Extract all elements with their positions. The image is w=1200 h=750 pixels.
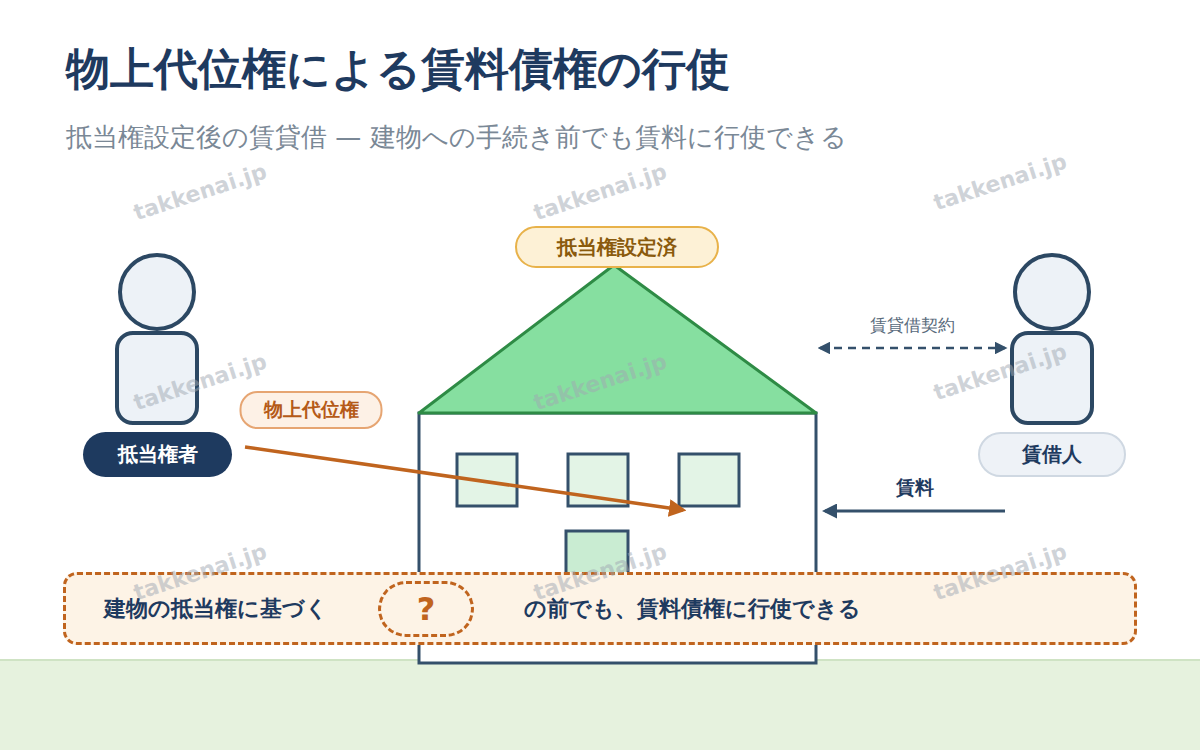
edge-label: 物上代位権	[240, 391, 383, 429]
title: 物上代位権による賃料債権の行使	[66, 40, 730, 99]
note-band: 建物の抵当権に基づく? の前でも、賃料債権に行使できる	[63, 572, 1137, 645]
party-pill: 賃借人	[978, 432, 1126, 477]
person-icon	[117, 255, 197, 423]
watermark: takkenai.jp	[530, 159, 670, 226]
node-text: 建物の抵当権に基づく	[104, 594, 328, 624]
watermark: takkenai.jp	[530, 349, 670, 416]
caption: 抵当権設定後の賃貸借 — 建物への手続き前でも賃料に行使できる	[66, 120, 847, 155]
blank-pill: ?	[378, 581, 474, 637]
edge-label: 賃料	[890, 475, 940, 501]
watermark: takkenai.jp	[130, 159, 270, 226]
edge-label: 賃貸借契約	[864, 314, 961, 337]
connector-arrow	[820, 347, 1005, 350]
node-text: ?	[417, 590, 436, 628]
node-text: の前でも、賃料債権に行使できる	[524, 594, 861, 624]
party-pill: 抵当権者	[83, 432, 232, 477]
node-text: 抵当権者	[118, 441, 198, 468]
connector-arrow	[245, 447, 683, 510]
connector-arrow	[825, 510, 1005, 513]
ground	[0, 660, 1200, 750]
watermark: takkenai.jp	[930, 149, 1070, 216]
node-text: 賃借人	[1022, 441, 1082, 468]
node-text: 抵当権設定済	[515, 226, 719, 268]
person-icon	[1012, 255, 1092, 423]
watermark: takkenai.jp	[930, 339, 1070, 406]
